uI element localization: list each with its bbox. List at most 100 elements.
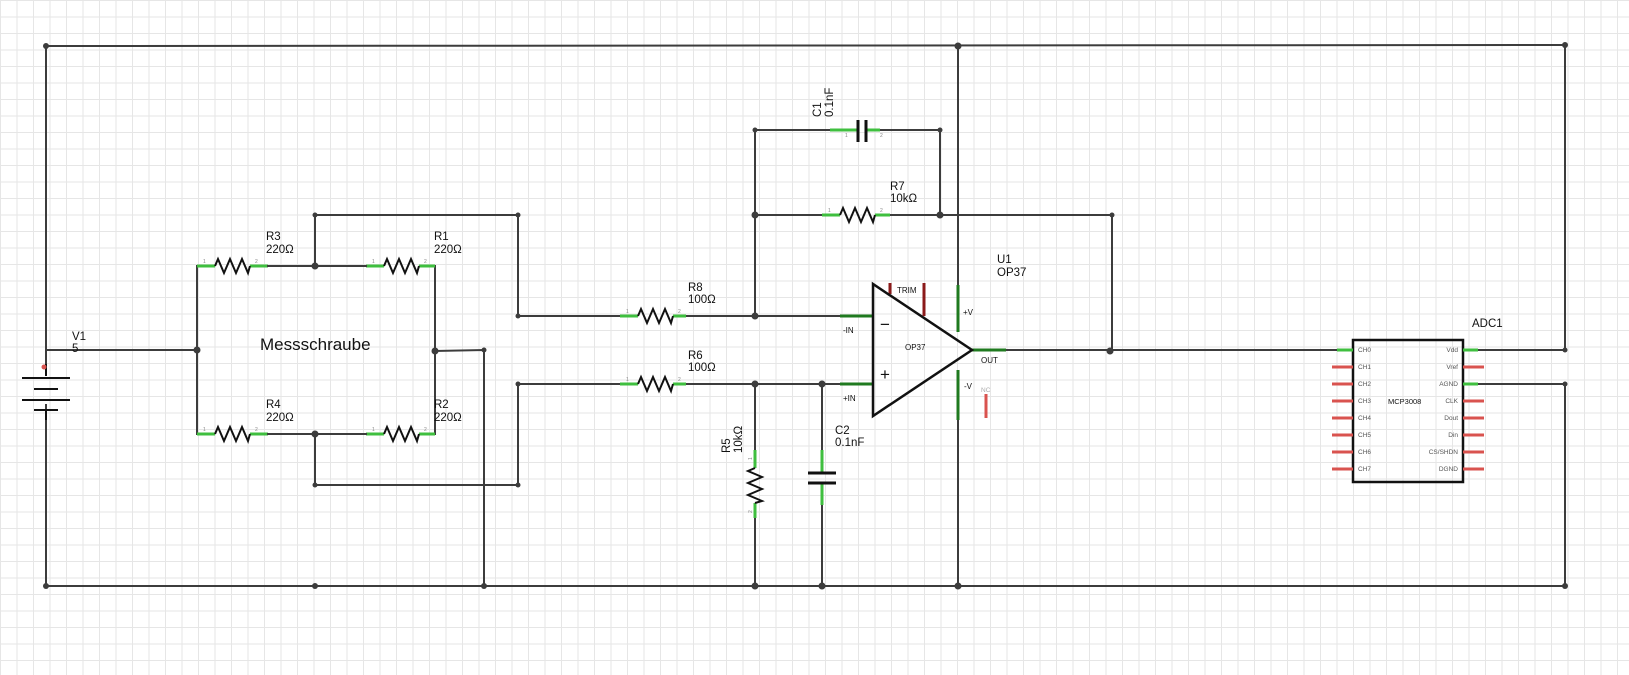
- junction-dot: [751, 211, 759, 219]
- adc-pin-label: CH6: [1358, 449, 1371, 456]
- resistor-r3[interactable]: 1 2 R3 220Ω: [197, 231, 294, 276]
- pin-vplus: +V: [963, 308, 974, 317]
- adc-mcp3008[interactable]: CH0 CH1 CH2 CH3 CH4 CH5 CH6 CH7 Vdd Vref…: [1332, 318, 1503, 484]
- resistor-r2[interactable]: 1 2 R2 220Ω: [366, 399, 462, 444]
- r1-value: 220Ω: [434, 244, 462, 256]
- svg-text:1: 1: [372, 427, 375, 433]
- r6-ref: R6: [688, 350, 703, 362]
- svg-text:1: 1: [203, 427, 206, 433]
- v1-value: 5: [72, 343, 78, 355]
- wire-bottom-rail[interactable]: [45, 383, 1566, 587]
- adc-pin-label: CH4: [1358, 415, 1371, 422]
- svg-text:2: 2: [678, 377, 681, 383]
- svg-text:2: 2: [424, 427, 427, 433]
- adc-pin-label: Vref: [1446, 364, 1458, 371]
- v1-battery[interactable]: V1 5: [22, 331, 86, 420]
- r4-value: 220Ω: [266, 412, 294, 424]
- junction-dot: [312, 212, 318, 218]
- junction-dot: [954, 582, 962, 590]
- junction-dot: [937, 127, 943, 133]
- svg-text:2: 2: [748, 510, 754, 513]
- junction-dot: [818, 380, 826, 388]
- svg-text:1: 1: [626, 309, 629, 315]
- resistor-r5[interactable]: 1 2 R5 10kΩ: [721, 425, 765, 518]
- junction-dot: [43, 583, 49, 589]
- junction-dot: [751, 380, 759, 388]
- wire-bridge-right-gnd[interactable]: [433, 348, 485, 587]
- adc-pin-label: CLK: [1445, 398, 1458, 405]
- junction-dot: [515, 482, 521, 488]
- svg-text:1: 1: [828, 208, 831, 214]
- resistor-r8[interactable]: 1 2 R8 100Ω: [620, 282, 716, 326]
- adc-pin-label: CH2: [1358, 381, 1371, 388]
- adc-chip-name: MCP3008: [1388, 397, 1421, 406]
- junction-dot: [515, 313, 521, 319]
- r3-value: 220Ω: [266, 244, 294, 256]
- pin-minus-in: -IN: [843, 326, 854, 335]
- junction-dot: [1562, 42, 1568, 48]
- junction-dot: [1109, 212, 1115, 218]
- adc-pin-label: CH0: [1358, 347, 1371, 354]
- svg-text:2: 2: [424, 259, 427, 265]
- junction-dot: [515, 381, 521, 387]
- svg-text:1: 1: [626, 377, 629, 383]
- resistor-r1[interactable]: 1 2 R1 220Ω: [366, 231, 462, 276]
- adc1-ref: ADC1: [1472, 318, 1503, 330]
- adc-pin-label: AGND: [1439, 381, 1458, 388]
- r2-value: 220Ω: [434, 412, 462, 424]
- u1-value: OP37: [997, 267, 1026, 279]
- resistor-r7[interactable]: 1 2 R7 10kΩ: [822, 181, 918, 225]
- pin-plus-in: +IN: [843, 394, 856, 403]
- capacitor-c1[interactable]: 1 2 C1 0.1nF: [812, 88, 883, 142]
- svg-text:1: 1: [845, 133, 848, 139]
- adc-pin-label: CS/SHDN: [1429, 449, 1459, 456]
- r6-value: 100Ω: [688, 362, 716, 374]
- r7-value: 10kΩ: [890, 193, 918, 205]
- adc-pin-label: CH3: [1358, 398, 1371, 405]
- adc-pin-label: CH1: [1358, 364, 1371, 371]
- svg-text:2: 2: [255, 427, 258, 433]
- junction-dot: [515, 212, 521, 218]
- junction-dot: [1562, 381, 1568, 387]
- adc-pin-label: Din: [1448, 432, 1458, 439]
- junction-dot: [936, 211, 944, 219]
- pin-vminus: -V: [964, 382, 973, 391]
- c1-ref: C1: [812, 102, 824, 117]
- junction-dot: [481, 347, 487, 353]
- resistor-r4[interactable]: 1 2 R4 220Ω: [197, 399, 294, 444]
- svg-text:2: 2: [678, 309, 681, 315]
- resistor-r6[interactable]: 1 2 R6 100Ω: [620, 350, 716, 394]
- junction-dot: [312, 482, 318, 488]
- wire-feedback-left[interactable]: [754, 129, 831, 317]
- r8-ref: R8: [688, 282, 703, 294]
- c2-value: 0.1nF: [835, 437, 864, 449]
- u1-ref: U1: [997, 254, 1012, 266]
- wire-top-rail[interactable]: [44, 43, 1566, 351]
- svg-text:1: 1: [372, 259, 375, 265]
- opamp-body-label: OP37: [905, 343, 926, 352]
- r5-value: 10kΩ: [733, 425, 745, 453]
- junctions: [43, 42, 1568, 590]
- junction-dot: [193, 346, 201, 354]
- c1-value: 0.1nF: [824, 88, 836, 117]
- r1-ref: R1: [434, 231, 449, 243]
- r5-ref: R5: [721, 438, 733, 453]
- r7-ref: R7: [890, 181, 905, 193]
- r8-value: 100Ω: [688, 294, 716, 306]
- opamp-u1[interactable]: − + OP37 TRIM -IN +IN +V -V OUT NC U1 OP…: [840, 254, 1026, 420]
- capacitor-c2[interactable]: C2 0.1nF: [808, 425, 864, 505]
- adc-pin-label: DGND: [1439, 466, 1458, 473]
- junction-dot: [1562, 583, 1568, 589]
- junction-dot: [312, 583, 318, 589]
- junction-dot: [752, 127, 758, 133]
- junction-dot: [751, 582, 759, 590]
- adc-pin-label: CH7: [1358, 466, 1371, 473]
- opamp-plus-sign: +: [880, 365, 890, 384]
- bridge-title: Messschraube: [260, 335, 371, 354]
- pin-out: OUT: [981, 356, 998, 365]
- r3-ref: R3: [266, 231, 281, 243]
- wires: [44, 43, 1566, 587]
- pin-nc: NC: [981, 387, 991, 394]
